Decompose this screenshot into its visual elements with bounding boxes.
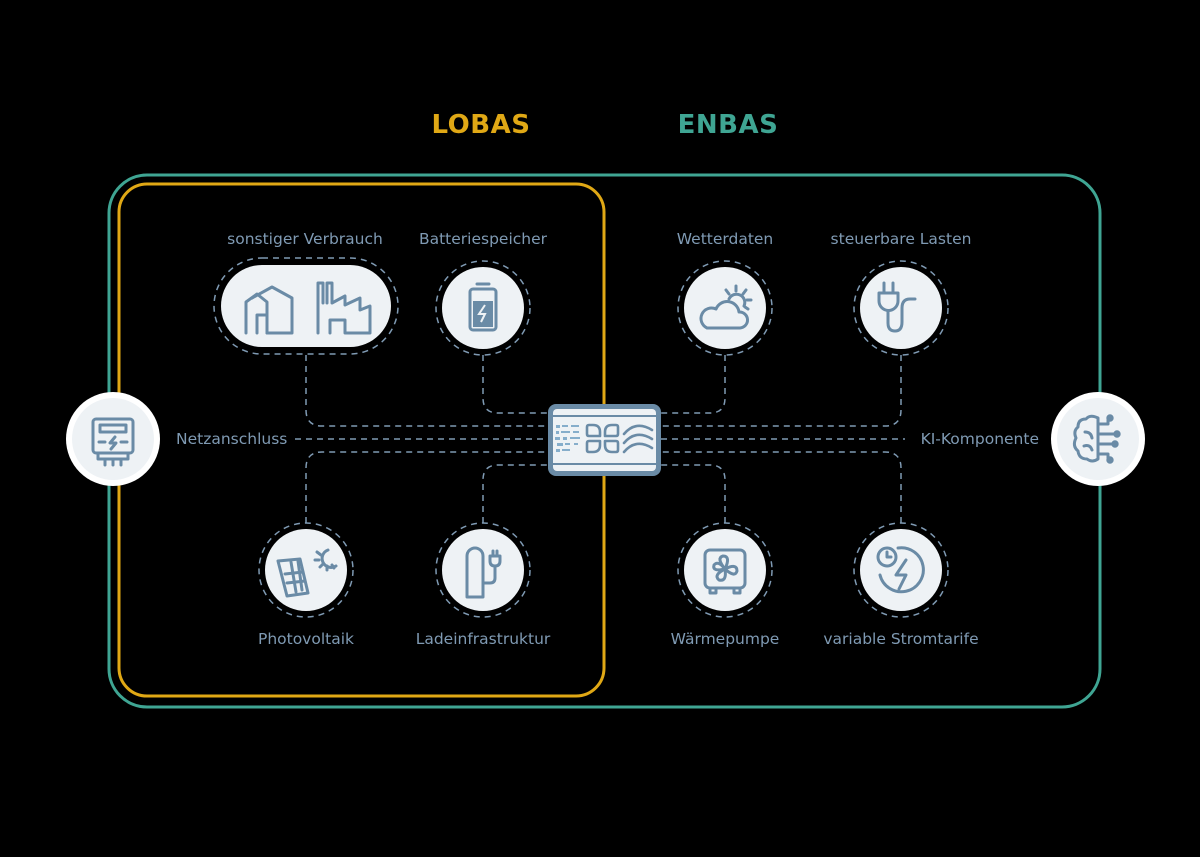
connector-variable-stromtarife bbox=[661, 451, 902, 523]
enbas-heading: ENBAS bbox=[678, 110, 779, 140]
node-photovoltaik: Photovoltaik bbox=[258, 522, 354, 648]
node-ladeinfrastruktur: Ladeinfrastruktur bbox=[416, 522, 551, 648]
lobas-heading: LOBAS bbox=[432, 110, 531, 140]
ai-brain-icon bbox=[1072, 414, 1121, 464]
electricity-meter-icon bbox=[91, 417, 135, 467]
connector-batteriespeicher bbox=[482, 355, 548, 414]
clock-lightning-icon bbox=[876, 546, 925, 594]
central-controller-icon bbox=[555, 423, 654, 454]
node-variable-stromtarife: variable Stromtarife bbox=[823, 522, 979, 648]
heat-pump-fan-icon bbox=[703, 548, 747, 595]
steuerbare-lasten-label: steuerbare Lasten bbox=[831, 230, 972, 248]
connector-wetterdaten bbox=[661, 355, 726, 414]
connector-photovoltaik bbox=[305, 451, 548, 523]
netzanschluss-label: Netzanschluss bbox=[176, 430, 287, 448]
node-waermepumpe: Wärmepumpe bbox=[671, 522, 780, 648]
node-ki-komponente: KI-Komponente bbox=[921, 392, 1145, 486]
charging-station-icon bbox=[465, 546, 502, 599]
buildings-factory-icon bbox=[244, 281, 372, 335]
connector-ladeinfrastruktur bbox=[482, 464, 548, 523]
node-netzanschluss: Netzanschluss bbox=[66, 392, 287, 486]
node-sonstiger-verbrauch: sonstiger Verbrauch bbox=[213, 230, 399, 355]
connector-steuerbare-lasten bbox=[661, 355, 902, 427]
ladeinfrastruktur-label: Ladeinfrastruktur bbox=[416, 630, 551, 648]
plug-icon bbox=[877, 281, 917, 333]
connectors bbox=[295, 355, 905, 523]
node-batteriespeicher: Batteriespeicher bbox=[419, 230, 548, 356]
waermepumpe-label: Wärmepumpe bbox=[671, 630, 780, 648]
central-hub bbox=[548, 404, 661, 476]
node-steuerbare-lasten: steuerbare Lasten bbox=[831, 230, 972, 356]
connector-sonstiger-verbrauch bbox=[305, 355, 548, 427]
ki-komponente-label: KI-Komponente bbox=[921, 430, 1039, 448]
sonstiger-verbrauch-label: sonstiger Verbrauch bbox=[227, 230, 383, 248]
connector-waermepumpe bbox=[661, 464, 726, 523]
photovoltaik-label: Photovoltaik bbox=[258, 630, 354, 648]
weather-cloud-sun-icon bbox=[699, 284, 753, 330]
wetterdaten-label: Wetterdaten bbox=[677, 230, 774, 248]
solar-panel-icon bbox=[276, 548, 338, 598]
variable-stromtarife-label: variable Stromtarife bbox=[823, 630, 978, 648]
node-wetterdaten: Wetterdaten bbox=[677, 230, 774, 356]
batteriespeicher-label: Batteriespeicher bbox=[419, 230, 548, 248]
battery-icon bbox=[468, 282, 498, 332]
